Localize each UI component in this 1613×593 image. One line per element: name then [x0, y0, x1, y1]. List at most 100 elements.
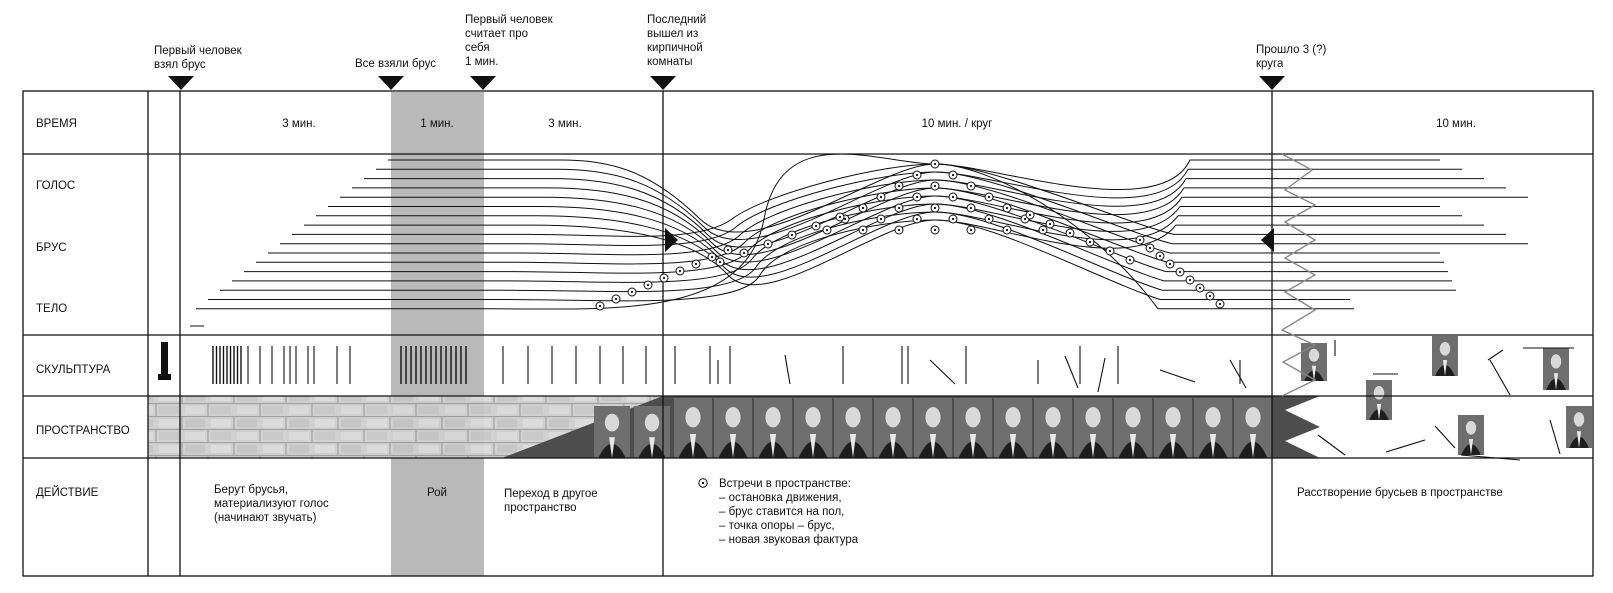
meeting-point [930, 225, 940, 235]
meeting-point [984, 214, 994, 224]
marker-label-all-took: Все взяли брус [355, 58, 436, 70]
portrait-photo [634, 406, 670, 458]
meeting-point [966, 203, 976, 213]
sculpture-mark [784, 354, 791, 385]
portrait-photo [1194, 398, 1232, 458]
meeting-point [675, 266, 685, 276]
meeting-point [1185, 275, 1195, 285]
meeting-point [707, 252, 717, 262]
text-line: Прошло 3 (?) [1256, 44, 1327, 56]
portrait-photo [954, 398, 992, 458]
text-line: Последний [647, 14, 706, 26]
meeting-point [948, 170, 958, 180]
row-label-time: ВРЕМЯ [36, 118, 77, 130]
trajectory-line [244, 195, 1448, 274]
duration-segment-4: 10 мин. / круг [922, 118, 993, 130]
text-line: Встречи в пространстве: [719, 478, 851, 490]
meeting-point [1155, 251, 1165, 261]
row-label-action: ДЕЙСТВИЕ [36, 486, 99, 499]
meeting-point [1125, 255, 1135, 265]
meeting-point [876, 192, 886, 202]
marker-triangle [168, 76, 194, 90]
scattered-bar [1489, 359, 1511, 396]
trajectory-line [316, 211, 1462, 278]
scattered-bar [1385, 439, 1426, 453]
marker-triangle [470, 76, 496, 90]
portrait-photo [714, 398, 752, 458]
row-label-voice: ГОЛОС [36, 180, 75, 192]
scattered-bar [1487, 349, 1504, 361]
meeting-point [1002, 225, 1012, 235]
portrait-photo [874, 398, 912, 458]
trajectory-line [232, 203, 1452, 283]
marker-triangle [650, 76, 676, 90]
meeting-point [984, 192, 994, 202]
sculpture-mark [1064, 355, 1079, 389]
meeting-point [1135, 235, 1145, 245]
portrait-photo [794, 398, 832, 458]
meeting-point [930, 203, 940, 213]
text-line: – брус ставится на пол, [719, 506, 844, 518]
meeting-point [1195, 283, 1205, 293]
meeting-point [627, 287, 637, 297]
exit-triangle [1261, 228, 1274, 252]
text-line: считает про [465, 28, 528, 40]
scattered-bar [1434, 425, 1456, 449]
meeting-point [858, 225, 868, 235]
meeting-point [1038, 225, 1048, 235]
text-line: вышел из [647, 28, 698, 40]
meeting-point [930, 159, 940, 169]
row-label-bar: БРУС [36, 242, 67, 254]
meeting-point [930, 181, 940, 191]
text-line: Первый человек [154, 45, 243, 57]
portrait-photo [1114, 398, 1152, 458]
text-line: – точка опоры – брус, [719, 520, 835, 532]
portrait-photo [994, 398, 1032, 458]
meeting-point [912, 170, 922, 180]
meeting-point [1145, 243, 1155, 253]
row-label-sculpture: СКУЛЬПТУРА [36, 364, 111, 376]
meeting-point [1025, 210, 1035, 220]
meeting-point [948, 192, 958, 202]
trajectory-line [268, 179, 1440, 256]
meeting-point [858, 203, 868, 213]
meeting-point [1165, 259, 1175, 269]
sculpture-mark [929, 359, 956, 385]
portrait-photo [1543, 348, 1569, 390]
meeting-point [643, 280, 653, 290]
meeting-point [966, 181, 976, 191]
time-markers [168, 76, 1285, 90]
scattered-bar [1549, 419, 1561, 455]
action-dissolve: Расстворение брусьев в пространстве [1297, 487, 1503, 499]
portrait-photo [1234, 398, 1272, 458]
text-line: Переход в другое [504, 488, 598, 500]
text-line: материализуют голос [214, 498, 329, 510]
meeting-point [912, 192, 922, 202]
meeting-point [1215, 299, 1225, 309]
marker-triangle [378, 76, 404, 90]
meeting-point [876, 214, 886, 224]
meeting-point [912, 214, 922, 224]
meeting-legend-icon [698, 478, 708, 488]
portrait-photo [1301, 343, 1327, 381]
trajectory-line [376, 168, 1462, 241]
meeting-point [894, 203, 904, 213]
trajectory-line [340, 195, 1528, 263]
trajectory-line [388, 159, 1440, 233]
portrait-photo [594, 406, 630, 458]
portrait-photo [1366, 380, 1392, 420]
trajectory-line [352, 187, 1506, 256]
sculpture-bar-icon [158, 342, 171, 380]
meeting-point [1105, 246, 1115, 256]
portrait-photo [1074, 398, 1112, 458]
duration-segment-5: 10 мин. [1436, 118, 1476, 130]
text-line: – новая звуковая фактура [719, 534, 859, 546]
trajectory-line [328, 203, 1440, 271]
photo-strip [502, 396, 1320, 458]
meeting-point [1175, 267, 1185, 277]
trajectory-lines [190, 153, 1528, 327]
portrait-photo [914, 398, 952, 458]
text-line: Берут брусья, [214, 484, 288, 496]
